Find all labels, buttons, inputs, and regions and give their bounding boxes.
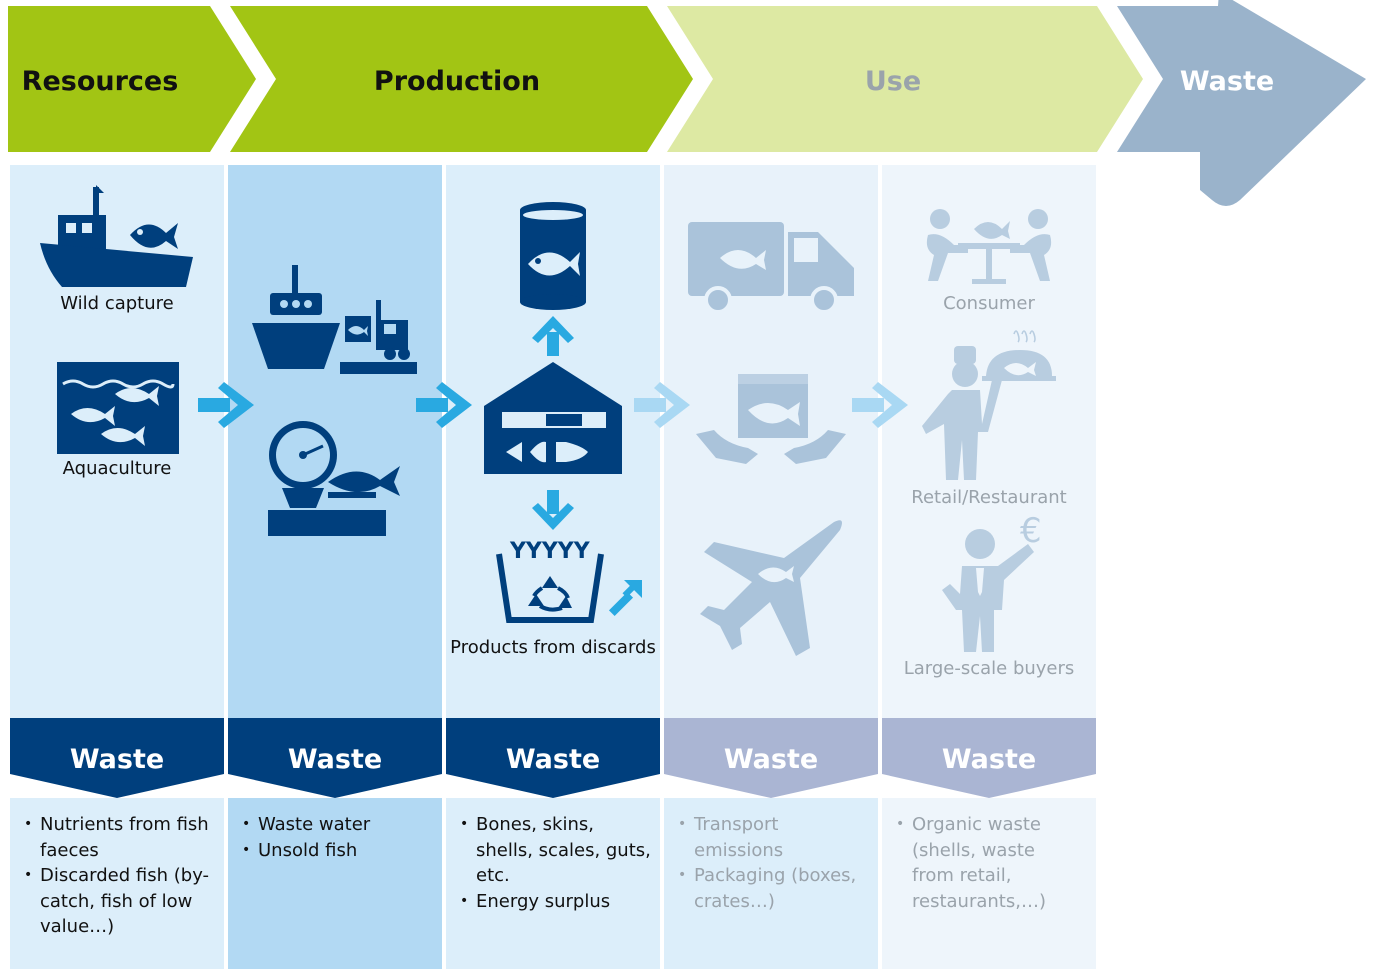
waste-band-5 <box>882 718 1096 798</box>
stage-title-waste: Waste <box>1179 66 1275 97</box>
stage-title-use: Use <box>864 66 922 97</box>
stage-title-resources: Resources <box>21 66 179 97</box>
waste-band-4 <box>664 718 878 798</box>
list-item: Bones, skins, shells, scales, guts, etc. <box>460 812 652 889</box>
process-chevron-bar <box>8 0 1366 206</box>
fish-can-icon <box>520 202 586 310</box>
production-chevron <box>230 6 693 152</box>
resources-chevron <box>8 6 256 152</box>
buyer-icon: € <box>942 511 1042 652</box>
waste-list-production-1: Waste water Unsold fish <box>242 812 434 863</box>
package-hands-icon <box>696 374 846 464</box>
caption-products-from-discards: Products from discards <box>450 637 656 658</box>
list-item: Unsold fish <box>242 838 434 864</box>
waste-label-production-2: Waste <box>505 744 601 775</box>
flow-arrow-icon <box>198 382 254 428</box>
arrow-down-icon <box>532 490 574 530</box>
stage-title-production: Production <box>373 66 541 97</box>
waste-label-production-1: Waste <box>287 744 383 775</box>
list-item: Discarded fish (by-catch, fish of low va… <box>24 863 216 940</box>
ship-icon <box>252 265 340 369</box>
caption-large-scale-buyers: Large-scale buyers <box>903 658 1075 679</box>
airplane-icon <box>700 520 842 656</box>
aquaculture-tank-icon <box>57 362 179 454</box>
waste-label-resources: Waste <box>69 744 165 775</box>
use-chevron <box>667 6 1143 152</box>
recycling-bin-icon: YYYYY <box>496 539 642 623</box>
caption-retail-restaurant: Retail/Restaurant <box>911 487 1067 508</box>
flow-arrow-icon <box>852 382 908 428</box>
fishing-boat-icon <box>40 185 193 287</box>
svg-text:YYYYY: YYYYY <box>509 539 591 564</box>
delivery-truck-icon <box>688 222 854 314</box>
list-item: Transport emissions <box>678 812 858 863</box>
waiter-icon <box>922 330 1056 480</box>
flow-arrow-icon <box>416 382 472 428</box>
consumer-dining-icon <box>926 209 1052 284</box>
caption-wild-capture: Wild capture <box>60 293 174 314</box>
list-item: Packaging (boxes, crates…) <box>678 863 858 914</box>
caption-aquaculture: Aquaculture <box>62 458 172 479</box>
waste-list-resources: Nutrients from fish faeces Discarded fis… <box>24 812 216 940</box>
waste-band-3 <box>446 718 660 798</box>
waste-list-use-2: Organic waste (shells, waste from retail… <box>896 812 1056 914</box>
waste-list-production-2: Bones, skins, shells, scales, guts, etc.… <box>460 812 652 914</box>
waste-label-use-1: Waste <box>723 744 819 775</box>
waste-list-use-1: Transport emissions Packaging (boxes, cr… <box>678 812 858 914</box>
column-production-1 <box>228 165 442 718</box>
currency-symbol: € <box>1020 511 1042 551</box>
waste-band-1 <box>10 718 224 798</box>
caption-consumer: Consumer <box>943 293 1035 314</box>
waste-band-2 <box>228 718 442 798</box>
list-item: Organic waste (shells, waste from retail… <box>896 812 1056 914</box>
list-item: Waste water <box>242 812 434 838</box>
processing-plant-icon <box>484 362 622 474</box>
waste-arrow <box>1117 0 1366 206</box>
waste-bands <box>10 718 1096 798</box>
list-item: Nutrients from fish faeces <box>24 812 216 863</box>
scale-icon <box>268 421 400 536</box>
list-item: Energy surplus <box>460 889 652 915</box>
arrow-up-icon <box>532 316 574 356</box>
forklift-icon <box>340 300 417 374</box>
flow-arrow-icon <box>634 382 690 428</box>
waste-label-use-2: Waste <box>941 744 1037 775</box>
